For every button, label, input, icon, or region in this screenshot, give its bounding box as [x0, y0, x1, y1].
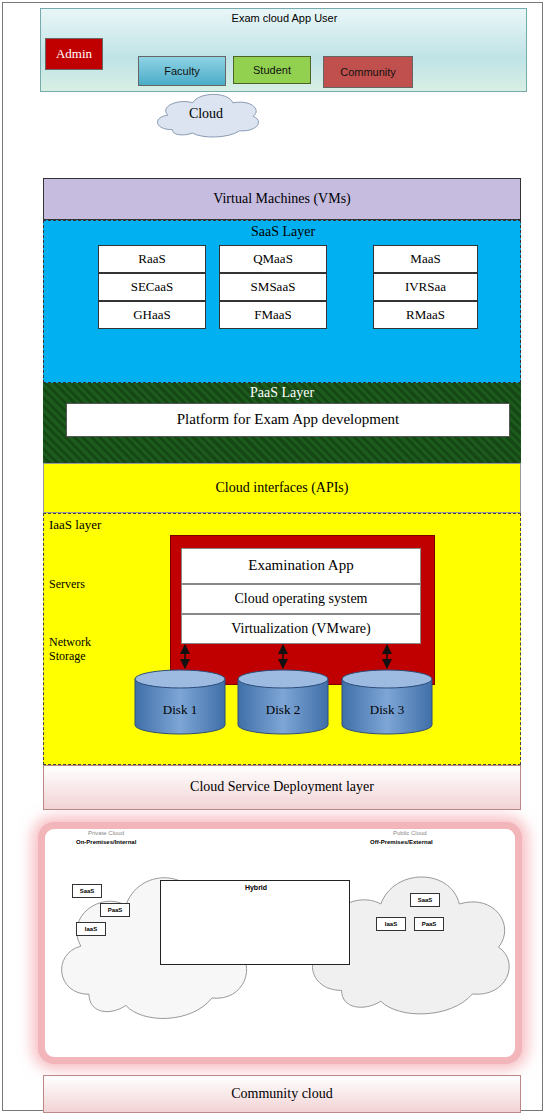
node-label: Virtual Machines (VMs)	[213, 191, 351, 207]
stack-cell: Cloud operating system	[181, 584, 421, 614]
service-box: MaaS	[373, 245, 478, 273]
layer-band: Cloud interfaces (APIs)	[43, 463, 521, 513]
storage-link	[282, 645, 284, 668]
user-role-box: Admin	[45, 38, 103, 70]
user-panel: Exam cloud App UserAdminFaculty Student Co…	[40, 8, 527, 92]
user-role-box: Faculty	[138, 56, 226, 86]
node-label: Exam cloud App User	[41, 12, 528, 25]
node-sublabel: On-Premises/Internal	[76, 839, 136, 846]
node-label: MaaS	[410, 252, 440, 267]
node-label: Community cloud	[231, 1086, 333, 1102]
node-label: PaaS	[422, 921, 437, 928]
node-label: RMaaS	[406, 308, 445, 323]
node-label: Platform for Exam App development	[177, 411, 399, 428]
cloud-shape: Cloud	[150, 86, 262, 142]
service-chip: PaaS	[100, 903, 130, 917]
node-label: SaaS	[418, 897, 433, 904]
platform-box: Platform for Exam App development	[66, 403, 510, 437]
service-box: GHaaS	[98, 301, 206, 329]
node-label: Hybrid	[161, 884, 351, 892]
node-label: FMaaS	[254, 308, 292, 323]
service-chip: SaaS	[410, 893, 440, 907]
saas-layer: SaaS LayerRaaS SECaaS GHaaS QMaaS SMSaaS FMaa…	[43, 220, 521, 383]
disk-cylinder: Disk 1	[134, 669, 226, 735]
node-label: Faculty	[164, 65, 199, 78]
service-box: SECaaS	[98, 273, 206, 301]
disk-cylinder: Disk 3	[341, 669, 433, 735]
node-sublabel: Off-Premises/External	[370, 839, 433, 846]
hybrid-box: Hybrid	[160, 880, 350, 965]
node-label: SECaaS	[131, 280, 174, 295]
node-label: GHaaS	[133, 308, 171, 323]
service-box: FMaaS	[219, 301, 327, 329]
service-chip: IaaS	[376, 917, 406, 931]
stack-cell: Virtualization (VMware)	[181, 614, 421, 644]
node-label: Admin	[56, 47, 92, 62]
node-label: IaaS	[385, 921, 397, 928]
service-box: SMSaaS	[219, 273, 327, 301]
stack-cell: Examination App	[181, 548, 421, 584]
node-label: Community	[340, 66, 396, 79]
service-box: QMaaS	[219, 245, 327, 273]
service-chip: IaaS	[76, 922, 106, 936]
node-label: RaaS	[138, 252, 165, 267]
node-sublabel: Servers	[49, 578, 85, 592]
iaas-layer: IaaS layerServersNetwork Storage Examinat…	[43, 513, 521, 765]
node-label: Disk 3	[370, 703, 404, 718]
node-label: Cloud interfaces (APIs)	[216, 480, 349, 496]
node-label: IaaS	[85, 926, 97, 933]
node-label: Public Cloud	[393, 830, 427, 837]
layer-band: Community cloud	[43, 1075, 521, 1113]
node-label: Disk 2	[266, 703, 300, 718]
service-chip: PaaS	[414, 917, 444, 931]
node-label: Private Cloud	[88, 830, 124, 837]
node-label: IaaS layer	[49, 518, 101, 533]
service-box: RMaaS	[373, 301, 478, 329]
node-label: PaaS	[108, 907, 123, 914]
node-label: Virtualization (VMware)	[231, 621, 371, 637]
node-label: Cloud	[189, 106, 223, 122]
node-label: Cloud operating system	[235, 591, 368, 607]
service-box: RaaS	[98, 245, 206, 273]
layer-band: Cloud Service Deployment layer	[43, 765, 521, 810]
node-sublabel: Network Storage	[49, 636, 119, 664]
node-label: SaaS Layer	[44, 224, 522, 240]
layer-band: Virtual Machines (VMs)	[43, 178, 521, 220]
storage-link	[184, 645, 186, 668]
service-box: IVRSaa	[373, 273, 478, 301]
node-label: QMaaS	[253, 252, 293, 267]
node-label: Cloud Service Deployment layer	[190, 779, 374, 795]
disk-cylinder: Disk 2	[237, 669, 329, 735]
node-label: Disk 1	[163, 703, 197, 718]
node-label: IVRSaa	[405, 280, 446, 295]
service-chip: SaaS	[72, 884, 102, 898]
node-label: Student	[253, 64, 291, 77]
storage-link	[386, 645, 388, 668]
node-label: PaaS Layer	[43, 385, 521, 401]
node-label: Examination App	[248, 557, 353, 574]
user-role-box: Student	[233, 56, 311, 84]
user-role-box: Community	[323, 56, 413, 88]
node-label: SMSaaS	[251, 280, 296, 295]
node-label: SaaS	[80, 888, 95, 895]
paas-layer: PaaS LayerPlatform for Exam App developm…	[43, 383, 521, 463]
